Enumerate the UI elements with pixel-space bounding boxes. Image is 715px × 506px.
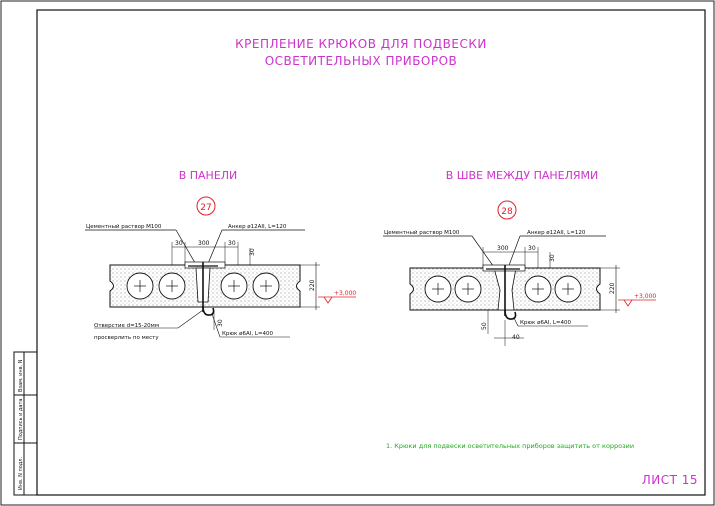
right-dim-mid: 300 xyxy=(497,245,509,252)
right-level: +3,000 xyxy=(634,293,656,300)
right-label-mortar: Цементный раствор М100 xyxy=(384,229,460,236)
right-hook xyxy=(504,309,517,320)
right-label-hook: Крюк ø6АI, L=400 xyxy=(520,320,572,326)
title-line-2: ОСВЕТИТЕЛЬНЫХ ПРИБОРОВ xyxy=(265,54,458,68)
sheet-label: ЛИСТ 15 xyxy=(642,473,698,487)
left-dim-hook: 30 xyxy=(217,319,224,327)
right-number: 28 xyxy=(501,207,513,217)
stamp-cell-replace: Взам. инв. N xyxy=(18,359,24,392)
right-number-circle xyxy=(497,200,517,220)
left-dim-left: 30 xyxy=(175,240,183,247)
right-dim-hook: 50 xyxy=(481,322,488,330)
right-label-anchor: Анкер ø12АII, L=120 xyxy=(527,230,586,236)
left-label-hole-2: просверлить по месту xyxy=(94,335,159,341)
right-dim-bottom: 40 xyxy=(512,334,520,341)
left-dim-height: 220 xyxy=(309,279,316,291)
right-void-crosses xyxy=(432,283,574,295)
protection-note: 1. Крюки для подвески осветительных приб… xyxy=(386,442,634,450)
stamp-cell-inv: Инв. N подл. xyxy=(18,457,24,490)
right-detail: В ШВЕ МЕЖДУ ПАНЕЛЯМИ 28 Цементный раство… xyxy=(383,169,656,346)
left-label-hook: Крюк ø6АI, L=400 xyxy=(222,331,274,337)
left-number: 27 xyxy=(200,203,211,213)
right-dim-small: 30 xyxy=(549,254,556,262)
left-void-crosses xyxy=(134,280,272,292)
right-heading: В ШВЕ МЕЖДУ ПАНЕЛЯМИ xyxy=(446,169,599,182)
left-heading: В ПАНЕЛИ xyxy=(179,169,238,182)
right-dim-right: 30 xyxy=(528,245,536,252)
title-line-1: КРЕПЛЕНИЕ КРЮКОВ ДЛЯ ПОДВЕСКИ xyxy=(235,37,487,51)
left-hook xyxy=(202,305,215,316)
right-dim-height: 220 xyxy=(609,282,616,294)
left-dim-small: 30 xyxy=(249,248,256,256)
side-stamp: Инв. N подл. Подпись и дата Взам. инв. N xyxy=(13,351,38,496)
inner-frame xyxy=(36,9,706,496)
left-label-mortar: Цементный раствор М100 xyxy=(86,223,162,230)
stamp-cell-sign: Подпись и дата xyxy=(18,399,24,440)
left-dim-mid: 300 xyxy=(198,240,210,247)
left-detail: В ПАНЕЛИ 27 Цементный раствор М100 Анкер… xyxy=(85,169,356,341)
left-number-circle xyxy=(196,196,216,216)
left-label-hole-1: Отверстие d=15-20мм xyxy=(94,323,159,329)
left-level: +3,000 xyxy=(334,290,356,297)
left-label-anchor: Анкер ø12АII, L=120 xyxy=(228,224,287,230)
left-dim-right: 30 xyxy=(228,240,236,247)
